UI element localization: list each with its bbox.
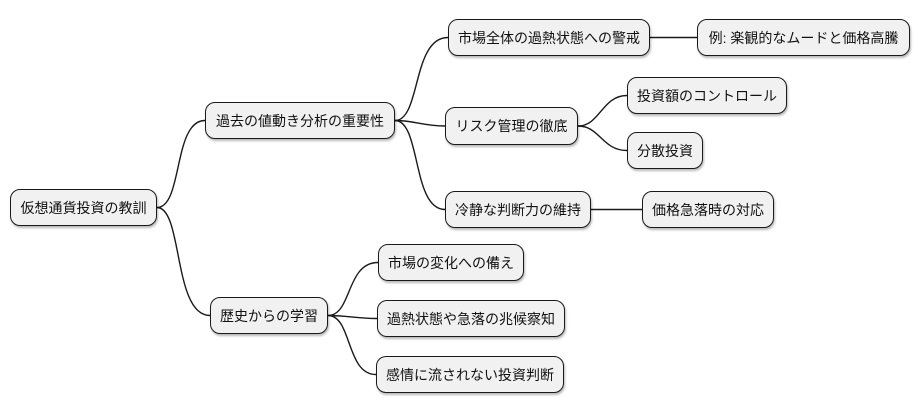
node-crash-response: 価格急落時の対応 xyxy=(642,191,774,228)
node-prepare-market-change: 市場の変化への備え xyxy=(378,244,524,281)
node-detect-overheat-signs: 過熱状態や急落の兆候察知 xyxy=(377,300,565,337)
edge-past-analysis-market-overheat-alert xyxy=(394,36,449,122)
node-unemotional-decisions: 感情に流されない投資判断 xyxy=(376,356,564,393)
node-learn-from-history: 歴史からの学習 xyxy=(210,297,328,334)
edge-past-analysis-calm-judgment xyxy=(394,119,446,211)
edge-root-past-analysis xyxy=(156,119,206,209)
node-calm-judgment: 冷静な判断力の維持 xyxy=(445,191,591,228)
node-diversification: 分散投資 xyxy=(627,132,703,169)
edge-learn-from-history-unemotional-decisions xyxy=(327,314,377,376)
node-past-analysis: 過去の値動き分析の重要性 xyxy=(205,102,395,139)
edge-learn-from-history-detect-overheat-signs xyxy=(327,314,378,320)
node-root: 仮想通貨投資の教訓 xyxy=(10,189,157,226)
edge-risk-management-diversification xyxy=(577,125,628,152)
node-market-overheat-alert: 市場全体の過熱状態への警戒 xyxy=(448,19,650,56)
edge-risk-management-investment-amount-control xyxy=(577,94,628,127)
edge-past-analysis-risk-management xyxy=(394,119,446,127)
node-investment-amount-control: 投資額のコントロール xyxy=(627,77,787,114)
edge-root-learn-from-history xyxy=(156,206,211,317)
edge-learn-from-history-prepare-market-change xyxy=(327,261,379,317)
node-example-optimism: 例: 楽観的なムードと価格高騰 xyxy=(697,19,910,56)
node-risk-management: リスク管理の徹底 xyxy=(445,107,578,145)
